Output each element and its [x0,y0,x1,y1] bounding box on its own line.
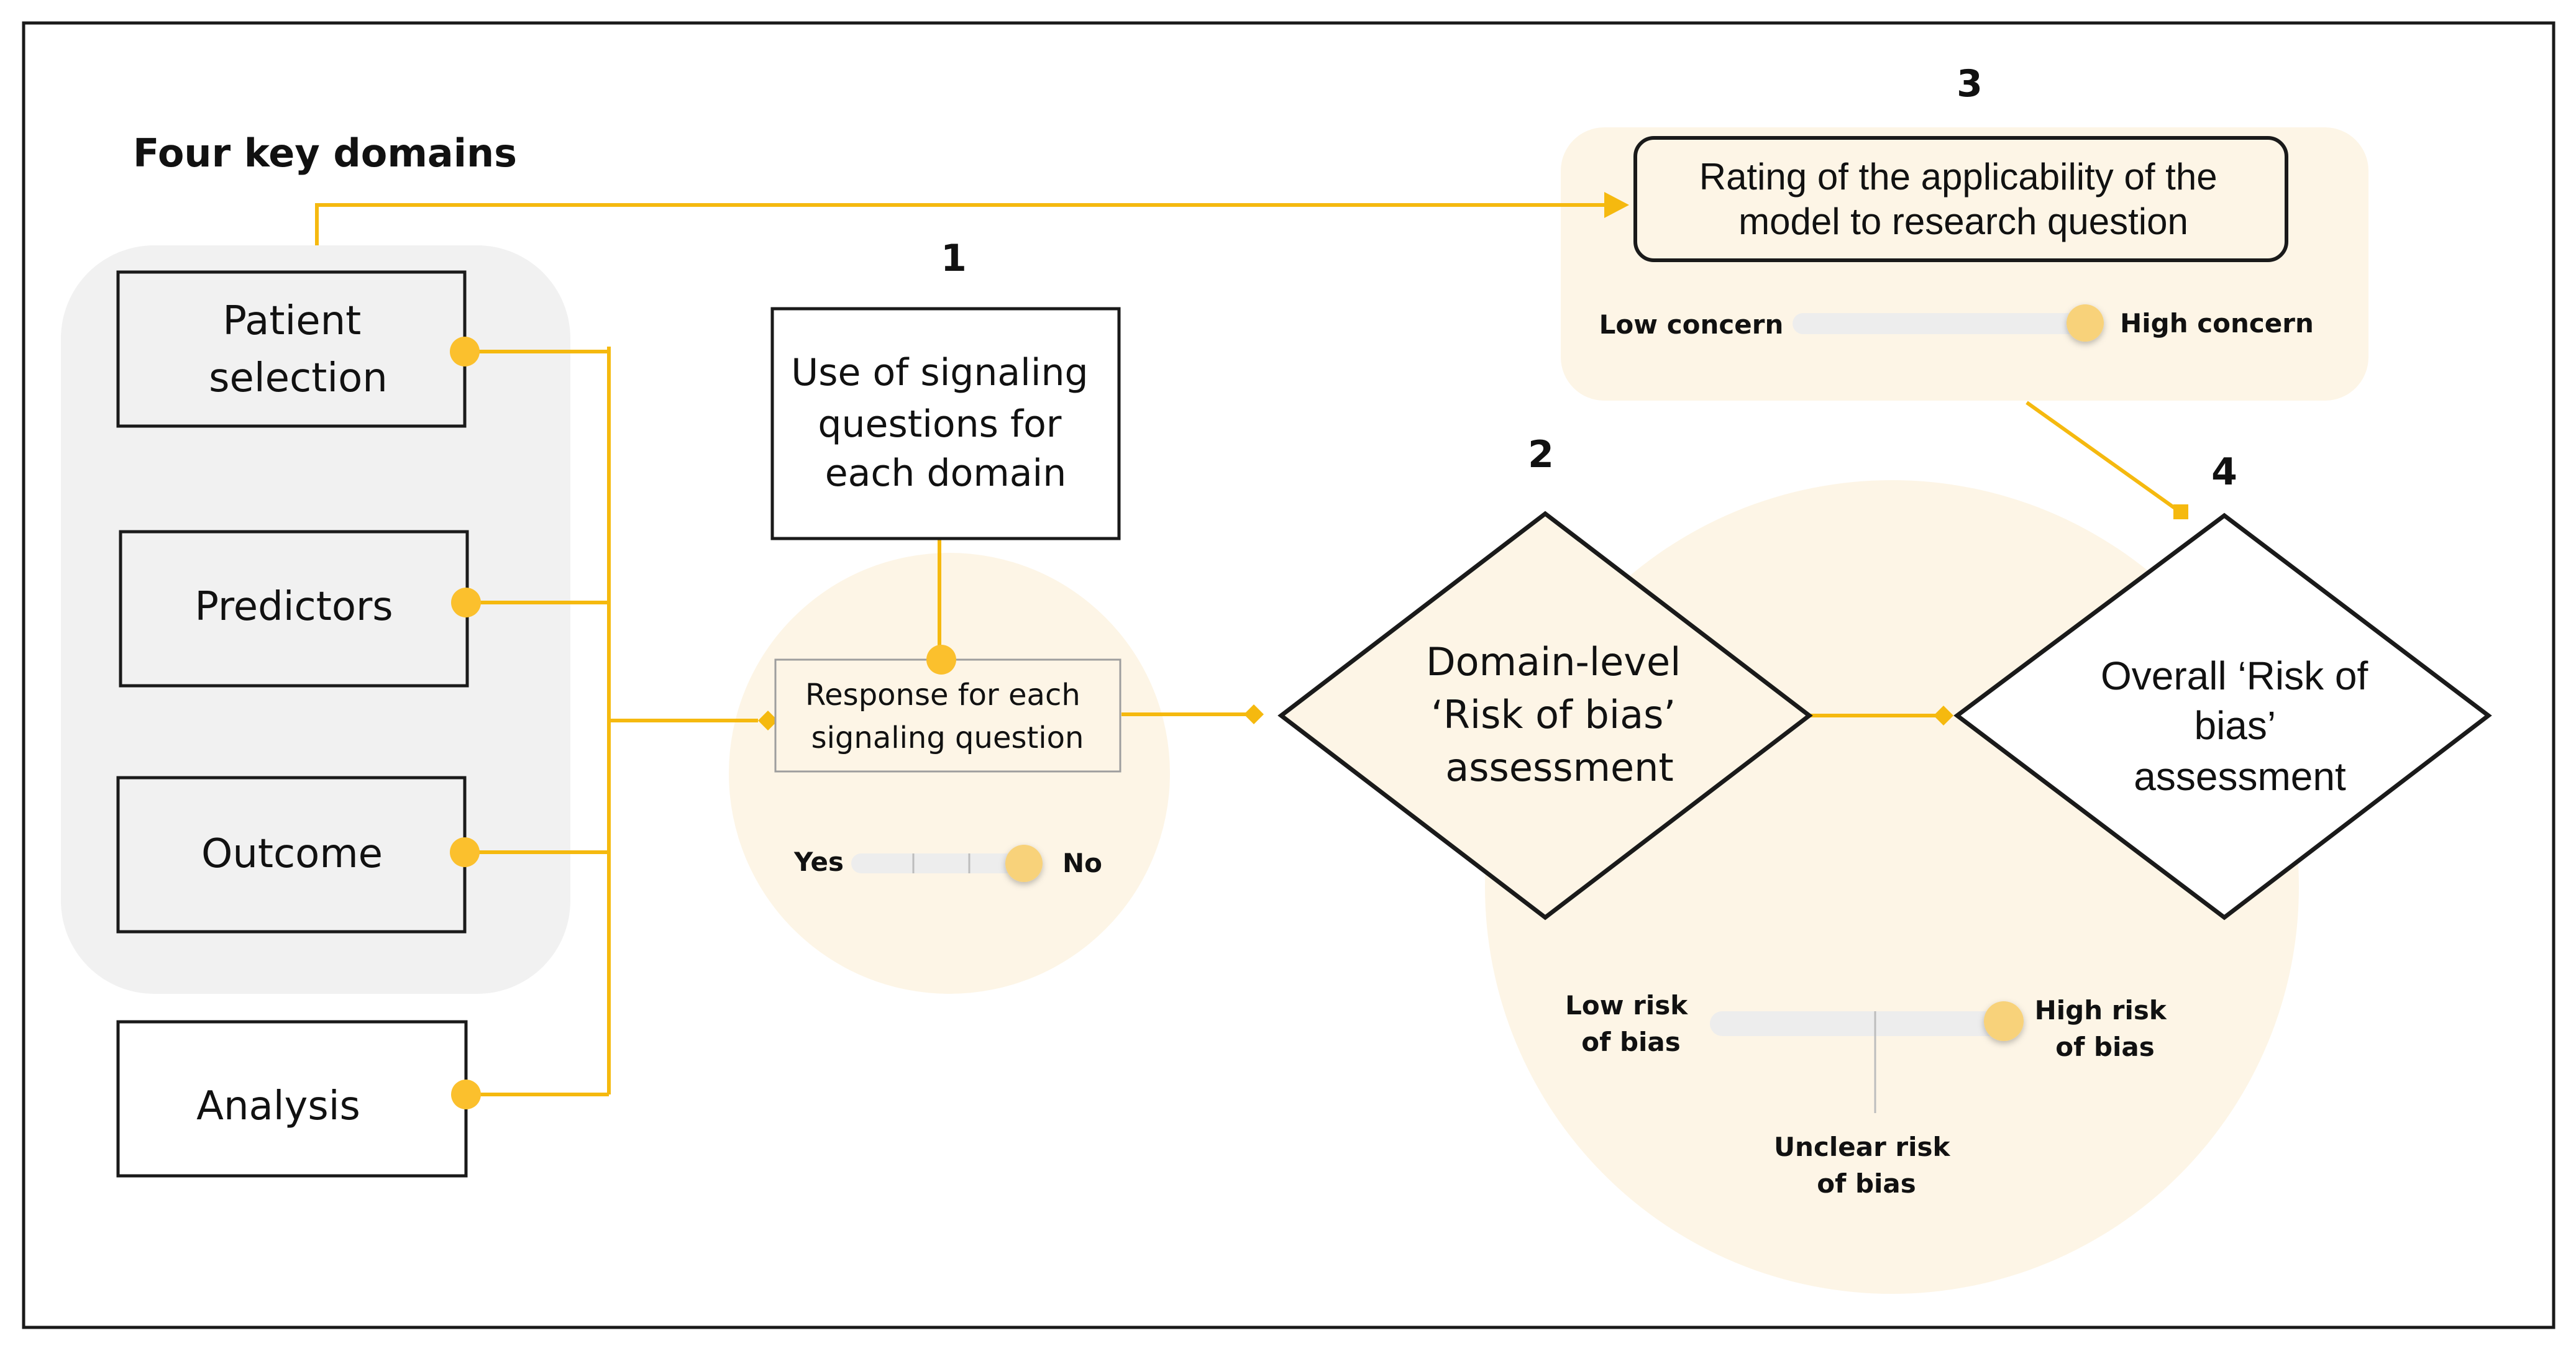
arrowhead-right-icon [1604,192,1629,218]
scale-label-low-risk: Low risk of bias [1565,990,1697,1057]
response-box: Response for each signaling question [774,658,1121,773]
overall-label: Overall ‘Risk of bias’ assessment [2101,653,2379,799]
domain-label: Outcome [201,831,383,877]
connector-markers [758,192,2188,730]
connector-knob-icon [926,645,956,675]
scale-knob [1005,845,1043,882]
domain-level-diamond: Domain-level ‘Risk of bias’ assessment [1277,511,1813,921]
diamond-marker-icon [1934,706,1953,726]
overall-diamond: Overall ‘Risk of bias’ assessment [1953,512,2492,921]
connector-knob-icon [450,837,480,867]
domain-level-label: Domain-level ‘Risk of bias’ assessment [1426,639,1693,790]
scale-track [1793,313,2097,334]
signaling-questions-label: Use of signaling questions for each doma… [791,351,1100,495]
domain-box-predictors: Predictors [119,530,469,688]
domain-box-analysis: Analysis [116,1020,468,1178]
step-number-2: 2 [1528,433,1554,476]
step-number-4: 4 [2211,450,2237,494]
step1-panel [729,553,1170,994]
scale-label-high-risk: High risk of bias [2035,995,2176,1062]
signaling-questions-box: Use of signaling questions for each doma… [770,307,1121,540]
scale-label-unclear-risk: Unclear risk of bias [1774,1132,1959,1199]
scale-knob [2067,304,2104,342]
connector-domains-to-step3 [315,203,1615,245]
scale-label-yes: Yes [793,847,844,877]
domain-knobs [450,337,481,1109]
connector-knob-icon [451,588,481,617]
domain-box-patient-selection: Patient selection [116,270,467,428]
scale-track [851,853,1025,873]
step-number-3: 3 [1957,62,1983,106]
square-marker-icon [2173,504,2188,519]
domain-label: Predictors [194,584,393,630]
response-label: Response for each signaling question [805,678,1090,755]
applicability-label: Rating of the applicability of the model… [1699,156,2228,242]
concern-scale: Low concern High concern [1599,304,2314,342]
scale-label-no: No [1062,848,1102,878]
scale-knob [1984,1001,2024,1041]
scale-track [1710,1011,2008,1036]
scale-label-low-concern: Low concern [1599,309,1784,340]
applicability-box: Rating of the applicability of the model… [1633,136,2288,262]
diagram-title: Four key domains [133,130,517,176]
yes-no-scale: Yes No [793,845,1102,882]
connector-step3-to-overall [2026,401,2182,514]
scale-label-high-concern: High concern [2120,308,2314,339]
domain-box-outcome: Outcome [116,776,467,934]
connector-knob-icon [451,1080,481,1109]
connectors [315,203,2182,1096]
diamond-marker-icon [758,711,778,730]
domain-label: Analysis [196,1083,360,1129]
risk-of-bias-scale: Low risk of bias High risk of bias Uncle… [1565,990,2176,1199]
connector-knob-icon [450,337,480,366]
diamond-marker-icon [1244,704,1264,724]
step-number-1: 1 [941,237,967,280]
domain-label: Patient selection [209,298,388,401]
